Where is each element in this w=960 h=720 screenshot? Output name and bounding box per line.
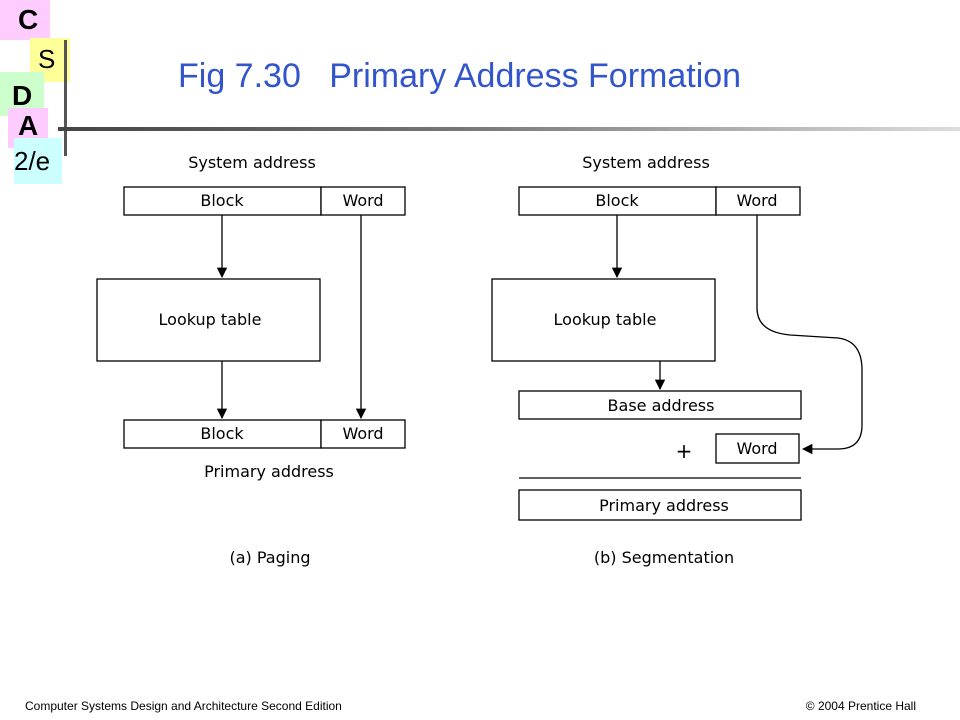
logo-letter-d: D xyxy=(12,80,33,111)
paging-lookup-table-label: Lookup table xyxy=(159,310,262,329)
paging-result-block-field xyxy=(123,419,322,449)
segmentation-word-field xyxy=(715,186,801,216)
segmentation-lookup-table-label: Lookup table xyxy=(554,310,657,329)
logo-block-c xyxy=(0,0,50,40)
segmentation-base-address-field xyxy=(518,390,802,420)
segmentation-plus-sign: + xyxy=(676,439,693,463)
segmentation-added-word-field xyxy=(715,433,800,464)
paging-caption: (a) Paging xyxy=(229,548,310,567)
paging-block-label: Block xyxy=(200,191,244,210)
page-title: Fig 7.30 Primary Address Formation xyxy=(178,57,742,95)
logo-edition: 2/e xyxy=(14,146,51,176)
segmentation-base-address-label: Base address xyxy=(608,396,715,415)
logo-letter-c: C xyxy=(18,4,39,35)
footer-book-title: Computer Systems Design and Architecture… xyxy=(25,699,342,713)
paging-result-block-label: Block xyxy=(200,424,244,443)
logo-block-e xyxy=(14,138,62,184)
logo-letter-s: S xyxy=(38,44,56,74)
segmentation-word-route-arrow xyxy=(756,215,863,455)
segmentation-caption: (b) Segmentation xyxy=(594,548,734,567)
paging-lookup-table xyxy=(96,278,321,362)
paging-system-address-label: System address xyxy=(188,153,316,172)
segmentation-primary-address-field xyxy=(518,489,802,521)
title-rule xyxy=(58,127,960,131)
segmentation-system-address-label: System address xyxy=(582,153,710,172)
paging-result-word-label: Word xyxy=(342,424,383,443)
paging-word-label: Word xyxy=(342,191,383,210)
segmentation-primary-address-label: Primary address xyxy=(599,496,729,515)
paging-primary-address-label: Primary address xyxy=(204,462,334,481)
paging-word-field xyxy=(320,186,406,216)
segmentation-word-label: Word xyxy=(736,191,777,210)
paging-result-word-field xyxy=(320,419,406,449)
logo-letter-a: A xyxy=(18,110,39,141)
footer-copyright: © 2004 Prentice Hall xyxy=(805,699,916,713)
segmentation-added-word-label: Word xyxy=(736,439,777,458)
segmentation-block-label: Block xyxy=(595,191,639,210)
segmentation-lookup-table xyxy=(491,278,716,362)
logo-divider xyxy=(64,40,67,156)
segmentation-block-field xyxy=(518,186,717,216)
csda-logo: C S D A 2/e xyxy=(0,0,80,200)
